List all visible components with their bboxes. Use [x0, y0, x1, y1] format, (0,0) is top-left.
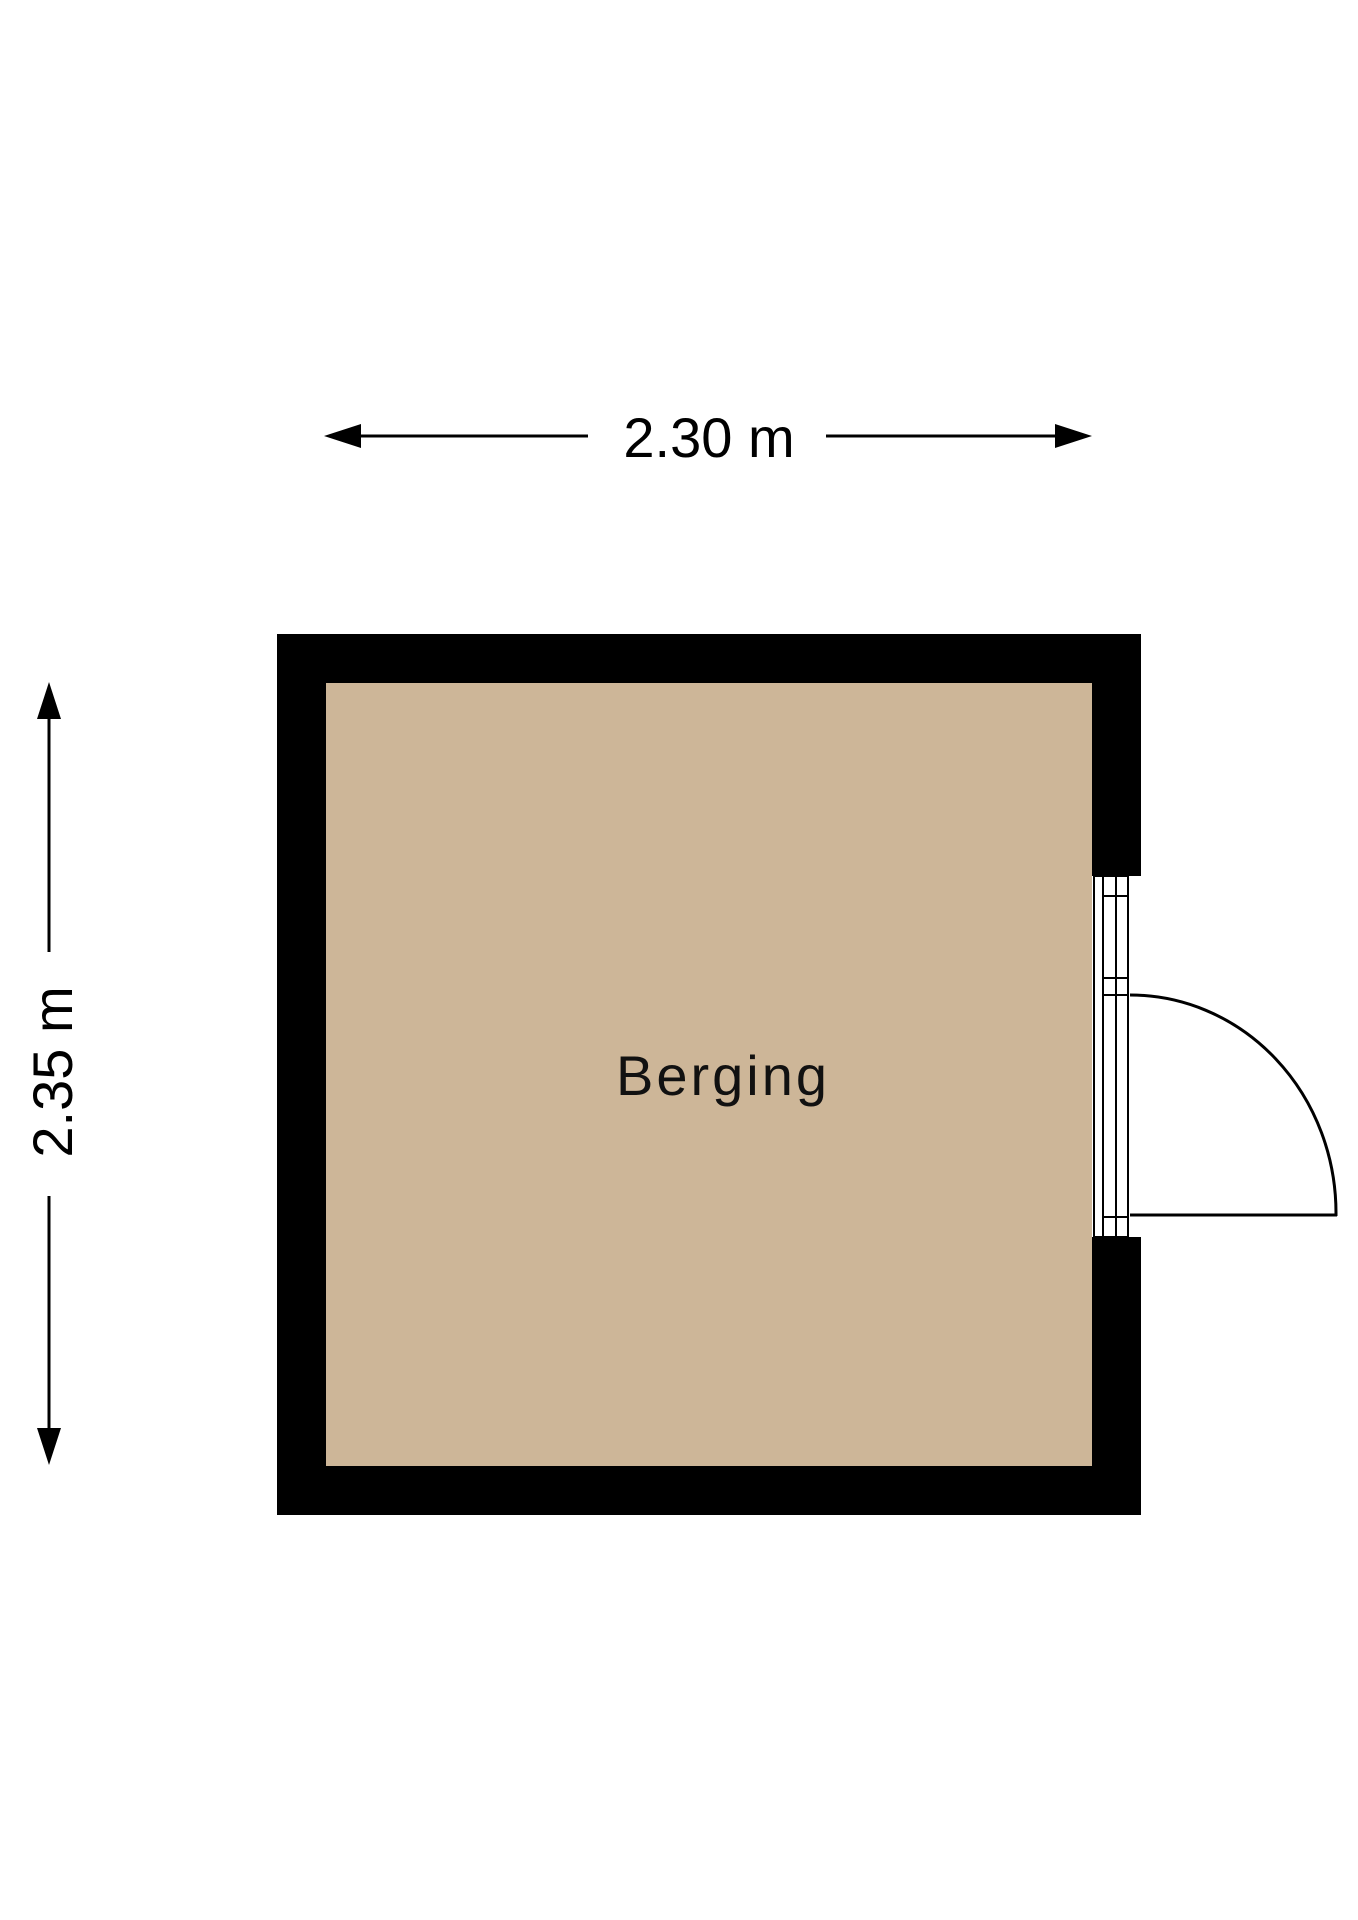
height-dimension: 2.35 m	[21, 682, 84, 1465]
room-berging: Berging	[277, 634, 1338, 1515]
width-arrow-left-icon	[324, 424, 361, 448]
room-floor	[326, 683, 1092, 1466]
door-swing-icon	[1129, 993, 1338, 1217]
width-dimension: 2.30 m	[324, 406, 1092, 469]
width-dimension-label: 2.30 m	[623, 406, 794, 469]
room-label: Berging	[616, 1044, 830, 1107]
height-arrow-bottom-icon	[37, 1428, 61, 1465]
door-frame	[1093, 875, 1129, 1238]
width-arrow-right-icon	[1055, 424, 1092, 448]
height-arrow-top-icon	[37, 682, 61, 719]
height-dimension-label: 2.35 m	[21, 986, 84, 1157]
